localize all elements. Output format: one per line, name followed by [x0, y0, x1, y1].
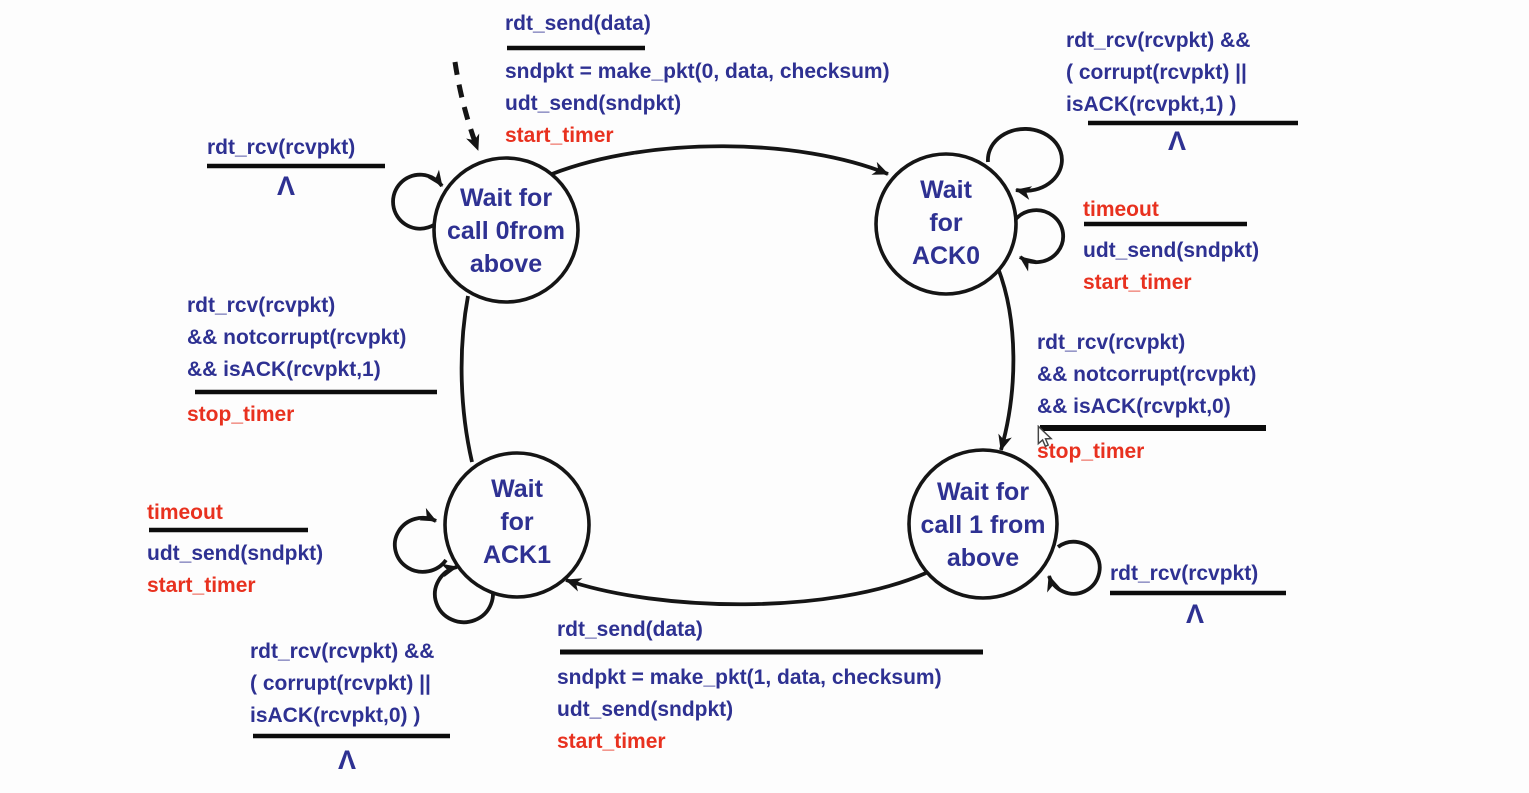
initial-state-arrow: [452, 61, 481, 151]
state-label-line: Wait for: [459, 184, 553, 212]
event-text: ( corrupt(rcvpkt) ||: [1066, 61, 1247, 84]
transition-label-corrupt-ack0: rdt_rcv(rcvpkt) && ( corrupt(rcvpkt) || …: [250, 636, 434, 732]
self-loop-wait-call1: [1047, 539, 1102, 596]
state-wait-ack0: Wait for ACK0: [876, 174, 1016, 273]
action-text: start_timer: [147, 574, 256, 597]
action-text: start_timer: [505, 124, 614, 147]
state-label-line: call 0from: [446, 217, 566, 245]
event-text: rdt_rcv(rcvpkt) &&: [1066, 29, 1251, 52]
transition-label-timeout-ack1: timeout udt_send(sndpkt) start_timer: [147, 497, 323, 602]
action-text: stop_timer: [1037, 440, 1145, 463]
event-text: rdt_rcv(rcvpkt): [207, 136, 356, 159]
event-text: timeout: [147, 501, 223, 524]
lambda-no-action: Λ: [277, 171, 296, 201]
action-text: stop_timer: [187, 403, 295, 426]
action-text: start_timer: [1083, 271, 1192, 294]
event-text: rdt_send(data): [505, 12, 651, 35]
lambda-no-action: Λ: [338, 745, 357, 775]
state-wait-call0: Wait for call 0from above: [426, 182, 586, 281]
event-text: rdt_rcv(rcvpkt) &&: [250, 640, 435, 663]
event-text: rdt_send(data): [557, 618, 703, 641]
state-label-line: for: [929, 209, 963, 237]
self-loop-ack1-corrupt: [433, 563, 495, 625]
self-loop-ack1-timeout: [392, 507, 448, 574]
mouse-pointer-icon: [1036, 424, 1054, 449]
state-label-line: above: [946, 544, 1020, 572]
state-label-line: for: [500, 508, 534, 536]
action-text: sndpkt = make_pkt(1, data, checksum): [557, 666, 942, 689]
event-text: isACK(rcvpkt,1) ): [1066, 93, 1237, 116]
edge-call1-to-ack1: [565, 571, 927, 607]
action-text: udt_send(sndpkt): [1083, 239, 1260, 262]
transition-label-send0: rdt_send(data) sndpkt = make_pkt(0, data…: [505, 8, 890, 152]
state-circle-wait-call1: [907, 448, 1059, 600]
self-loop-wait-call0: [391, 169, 447, 231]
transition-label-rcv-wait1: rdt_rcv(rcvpkt): [1110, 558, 1258, 590]
event-text: rdt_rcv(rcvpkt): [187, 294, 336, 317]
transition-label-corrupt-ack1: rdt_rcv(rcvpkt) && ( corrupt(rcvpkt) || …: [1066, 25, 1250, 121]
state-label-line: Wait: [491, 475, 543, 503]
state-circle-wait-ack1: [443, 451, 591, 599]
self-loop-ack0-timeout: [1013, 208, 1066, 272]
transition-label-send1: rdt_send(data) sndpkt = make_pkt(1, data…: [557, 614, 942, 758]
action-text: udt_send(sndpkt): [505, 92, 682, 115]
edge-call0-to-ack0: [551, 144, 889, 176]
transition-label-ack1-ok: rdt_rcv(rcvpkt) && notcorrupt(rcvpkt) &&…: [187, 290, 406, 431]
event-text: && notcorrupt(rcvpkt): [1037, 363, 1257, 386]
state-label-line: ACK0: [911, 242, 981, 270]
state-wait-call1: Wait for call 1 from above: [903, 476, 1063, 575]
action-text: udt_send(sndpkt): [557, 698, 734, 721]
edge-ack0-to-call1: [996, 267, 1016, 451]
state-label-line: ACK1: [482, 541, 552, 569]
state-label-line: above: [469, 250, 543, 278]
state-circle-wait-call0: [432, 156, 580, 304]
state-label-line: Wait: [920, 176, 972, 204]
event-text: && notcorrupt(rcvpkt): [187, 326, 407, 349]
event-text: isACK(rcvpkt,0) ): [250, 704, 421, 727]
transition-label-rcv-wait0: rdt_rcv(rcvpkt): [207, 132, 355, 164]
event-text: rdt_rcv(rcvpkt): [1110, 562, 1259, 585]
transition-label-ack0-ok: rdt_rcv(rcvpkt) && notcorrupt(rcvpkt) &&…: [1037, 327, 1256, 468]
transition-label-timeout-ack0: timeout udt_send(sndpkt) start_timer: [1083, 194, 1259, 299]
event-text: ( corrupt(rcvpkt) ||: [250, 672, 431, 695]
action-text: udt_send(sndpkt): [147, 542, 324, 565]
lambda-no-action: Λ: [1186, 599, 1205, 629]
self-loop-ack0-corrupt: [986, 127, 1064, 200]
state-label-line: call 1 from: [920, 511, 1046, 539]
edge-ack1-to-call0: [459, 295, 474, 463]
action-text: start_timer: [557, 730, 666, 753]
event-text: && isACK(rcvpkt,0): [1037, 395, 1231, 418]
action-text: sndpkt = make_pkt(0, data, checksum): [505, 60, 890, 83]
state-label-line: Wait for: [936, 478, 1030, 506]
state-circle-wait-ack0: [874, 152, 1018, 296]
event-text: rdt_rcv(rcvpkt): [1037, 331, 1186, 354]
state-wait-ack1: Wait for ACK1: [447, 473, 587, 572]
lambda-no-action: Λ: [1168, 126, 1187, 156]
event-text: && isACK(rcvpkt,1): [187, 358, 381, 381]
event-text: timeout: [1083, 198, 1159, 221]
